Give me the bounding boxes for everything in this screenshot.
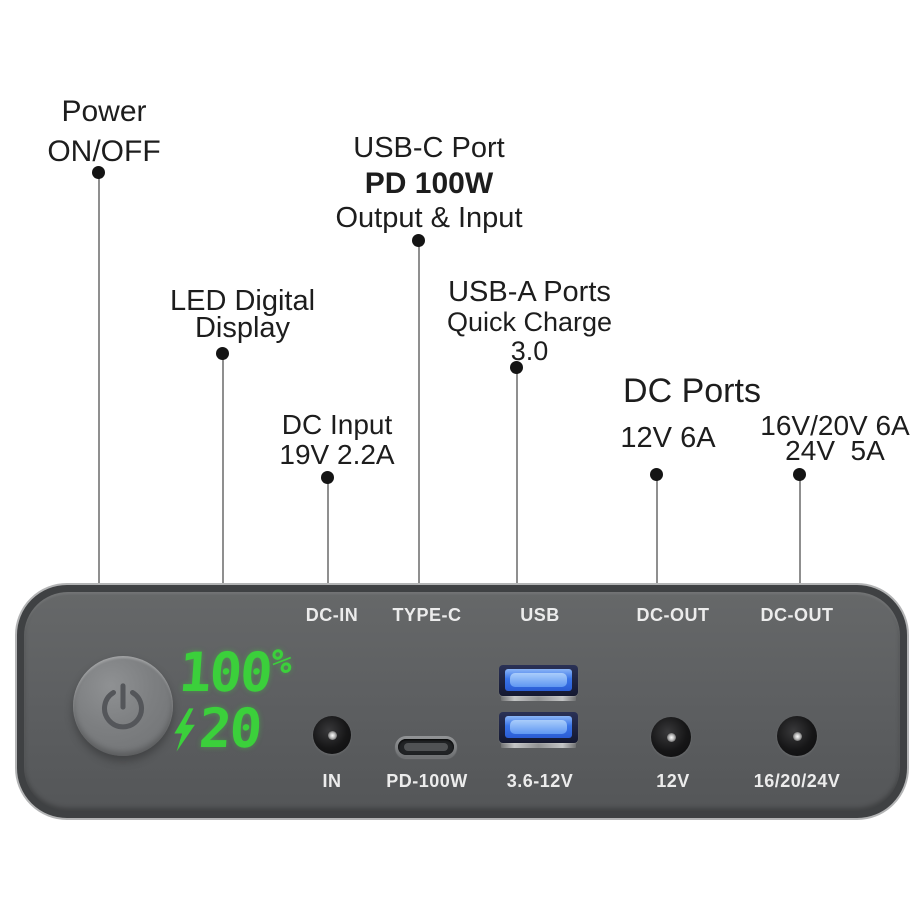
usb-a-port-1-frame xyxy=(499,665,578,696)
dc-out-hv-annotation-line2: 24V 5A xyxy=(785,435,885,466)
dc-out-hv-annotation: 16V/20V 6A 24V 5A xyxy=(746,410,923,466)
usb-c-port-slot xyxy=(398,739,454,755)
lightning-bolt-icon xyxy=(174,708,195,752)
usb-c-annotation-line1: USB-C Port xyxy=(353,132,505,164)
leader-line-dc-input xyxy=(327,478,329,585)
dc-out-12v-annotation-text: 12V 6A xyxy=(620,422,716,454)
usb-a-port-2 xyxy=(499,712,578,748)
leader-dot-usb-a xyxy=(510,361,523,374)
usb-a-annotation-line3: 3.0 xyxy=(510,336,549,366)
leader-line-dc-out-12v xyxy=(656,475,658,585)
dc-input-annotation-line2: 19V 2.2A xyxy=(279,439,395,470)
usb-a-port-2-tongue xyxy=(505,716,572,738)
leader-dot-dc-out-12v xyxy=(650,468,663,481)
dc-ports-title-text: DC Ports xyxy=(623,372,761,410)
dc-out-hv-jack-pin xyxy=(792,731,802,741)
dc-in-jack-pin xyxy=(327,730,337,740)
power-icon xyxy=(102,683,144,730)
port-label-dc-out-2: DC-OUT xyxy=(760,605,834,625)
led-display: 100 % 20 xyxy=(173,641,311,760)
usb-c-annotation-line3: Output & Input xyxy=(335,202,523,234)
led-annotation-line2: Display xyxy=(194,312,291,344)
leader-line-led xyxy=(222,354,224,585)
leader-dot-usb-c xyxy=(412,234,425,247)
power-annotation-line1: Power xyxy=(61,95,147,128)
leader-line-dc-out-hv xyxy=(799,475,801,585)
port-sublabel-pd-100w: PD-100W xyxy=(386,771,468,791)
leader-dot-dc-input xyxy=(321,471,334,484)
power-annotation-line2: ON/OFF xyxy=(47,135,161,168)
percent-sign: % xyxy=(270,642,294,682)
usb-c-annotation: USB-C Port PD 100W Output & Input xyxy=(319,131,539,236)
dc-out-12v-jack xyxy=(651,717,691,757)
dc-input-annotation-line1: DC Input xyxy=(281,409,393,440)
dc-input-annotation: DC Input 19V 2.2A xyxy=(252,410,422,470)
dc-out-hv-annotation-line1: 16V/20V 6A xyxy=(760,410,910,441)
port-label-dc-in: DC-IN xyxy=(305,605,359,625)
usb-a-annotation-line2: Quick Charge xyxy=(446,307,613,337)
usb-a-port-1-tongue xyxy=(505,669,572,691)
port-sublabel-3-6-12v: 3.6-12V xyxy=(506,771,574,791)
led-display-annotation: LED Digital Display xyxy=(160,285,325,344)
port-sublabel-16-20-24v: 16/20/24V xyxy=(753,771,841,791)
leader-dot-dc-out-hv xyxy=(793,468,806,481)
power-annotation: Power ON/OFF xyxy=(24,92,184,172)
usb-a-annotation: USB-A Ports Quick Charge 3.0 xyxy=(427,277,632,366)
usb-a-port-2-frame xyxy=(499,712,578,743)
leader-dot-power xyxy=(92,166,105,179)
dc-out-12v-jack-pin xyxy=(666,732,676,742)
leader-line-power xyxy=(98,173,100,585)
port-label-usb: USB xyxy=(520,605,560,625)
leader-line-usb-a xyxy=(516,368,518,585)
usb-a-annotation-line1: USB-A Ports xyxy=(448,276,611,308)
port-sublabel-12v: 12V xyxy=(656,771,690,791)
port-label-dc-out-1: DC-OUT xyxy=(636,605,710,625)
dc-out-12v-annotation: 12V 6A xyxy=(603,423,733,453)
leader-dot-led xyxy=(216,347,229,360)
usb-a-port-1 xyxy=(499,665,578,701)
usb-c-annotation-line2: PD 100W xyxy=(364,167,494,200)
battery-percent-value: 100 xyxy=(176,641,273,704)
dc-ports-title: DC Ports xyxy=(597,372,787,410)
wattage-value: 20 xyxy=(197,697,263,760)
wattage-readout: 20 xyxy=(173,697,307,760)
dc-in-jack xyxy=(313,716,351,754)
battery-percent-readout: 100 % xyxy=(176,641,311,704)
usb-a-port-1-lip xyxy=(501,696,576,701)
power-button xyxy=(73,656,173,756)
led-annotation-line1: LED Digital xyxy=(169,285,316,317)
leader-line-usb-c xyxy=(418,241,420,585)
port-sublabel-in: IN xyxy=(322,771,342,791)
usb-c-port xyxy=(395,736,457,758)
power-bank-device: DC-IN TYPE-C USB DC-OUT DC-OUT 100 % 20 xyxy=(15,583,909,820)
usb-a-port-2-lip xyxy=(501,743,576,748)
dc-out-hv-jack xyxy=(777,716,817,756)
port-label-type-c: TYPE-C xyxy=(392,605,462,625)
